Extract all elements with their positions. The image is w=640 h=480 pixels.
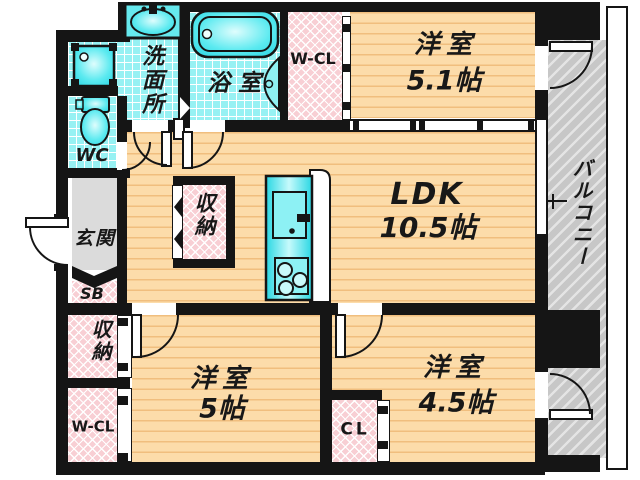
wall [56, 303, 132, 315]
wall [535, 12, 548, 46]
wall [535, 90, 548, 118]
wall [117, 96, 127, 142]
wcl-north-sliding-door [342, 16, 351, 120]
closet-area [332, 400, 377, 462]
bedroom-5-label: 洋室 [189, 364, 255, 394]
washroom-label: 洗面所 [138, 44, 164, 116]
balcony-label: バルコニー [569, 158, 593, 268]
wcl-north-label: W-CL [290, 49, 336, 68]
wall [545, 455, 600, 472]
wall [56, 178, 68, 222]
walkin-closet-north-area [288, 12, 342, 120]
wall [173, 259, 235, 268]
hall-wall-stub [173, 118, 185, 140]
wall [320, 390, 382, 400]
wall [56, 30, 68, 178]
ldk-size: 10.5帖 [379, 211, 477, 244]
bedroom-45-label: 洋室 [422, 353, 488, 383]
storage-hall-label: 収納 [192, 192, 217, 238]
wall [56, 378, 130, 388]
storage-west-label: 収納 [88, 319, 112, 363]
balcony-railing [606, 6, 628, 470]
wall [178, 2, 190, 128]
wcl-west-label: W-CL [71, 417, 115, 436]
wall [545, 2, 600, 40]
storage-hall-area [183, 185, 226, 259]
balcony-pillar [535, 310, 600, 368]
bedroom-5-size: 5帖 [199, 393, 245, 425]
bedroom-51-label: 洋室 [413, 30, 479, 60]
closet-label: CL [340, 419, 370, 440]
wall [56, 30, 130, 42]
wall [117, 178, 127, 315]
wall [118, 2, 600, 12]
wall [118, 2, 130, 42]
wall [56, 168, 130, 178]
wall [382, 303, 545, 315]
wall [226, 176, 235, 268]
storage-hall-bifold-door [172, 185, 183, 259]
wc-door-opening [117, 142, 127, 170]
bedroom51-ldk-partition [350, 119, 535, 132]
wall [176, 303, 338, 315]
wall [127, 120, 132, 132]
wall [56, 86, 118, 96]
entrance-area [72, 178, 117, 270]
walkin-closet-west-area [68, 388, 117, 462]
wall [168, 120, 173, 132]
bedroom-45-size: 4.5帖 [418, 387, 494, 419]
wall [535, 418, 548, 462]
wcl-west-door [117, 388, 132, 462]
bathroom-label: 浴室 [207, 70, 269, 97]
wall [173, 176, 235, 185]
shoe-box-label: SB [80, 284, 104, 303]
wc-label: WC [75, 145, 109, 166]
wall [320, 315, 332, 462]
storage-west-area [68, 315, 117, 378]
closet-door [377, 400, 390, 462]
wall [56, 266, 68, 472]
wall [225, 120, 283, 132]
ldk-label: LDK [390, 177, 464, 212]
wall [280, 2, 288, 128]
wall [56, 462, 545, 475]
bedroom-51-floor [350, 12, 535, 118]
storage-west-door [117, 315, 132, 378]
wall [283, 120, 350, 132]
bathroom-floor [188, 12, 280, 120]
entrance-label: 玄関 [73, 227, 117, 250]
ldk-balcony-window [535, 118, 548, 236]
bedroom-51-size: 5.1帖 [406, 65, 482, 97]
